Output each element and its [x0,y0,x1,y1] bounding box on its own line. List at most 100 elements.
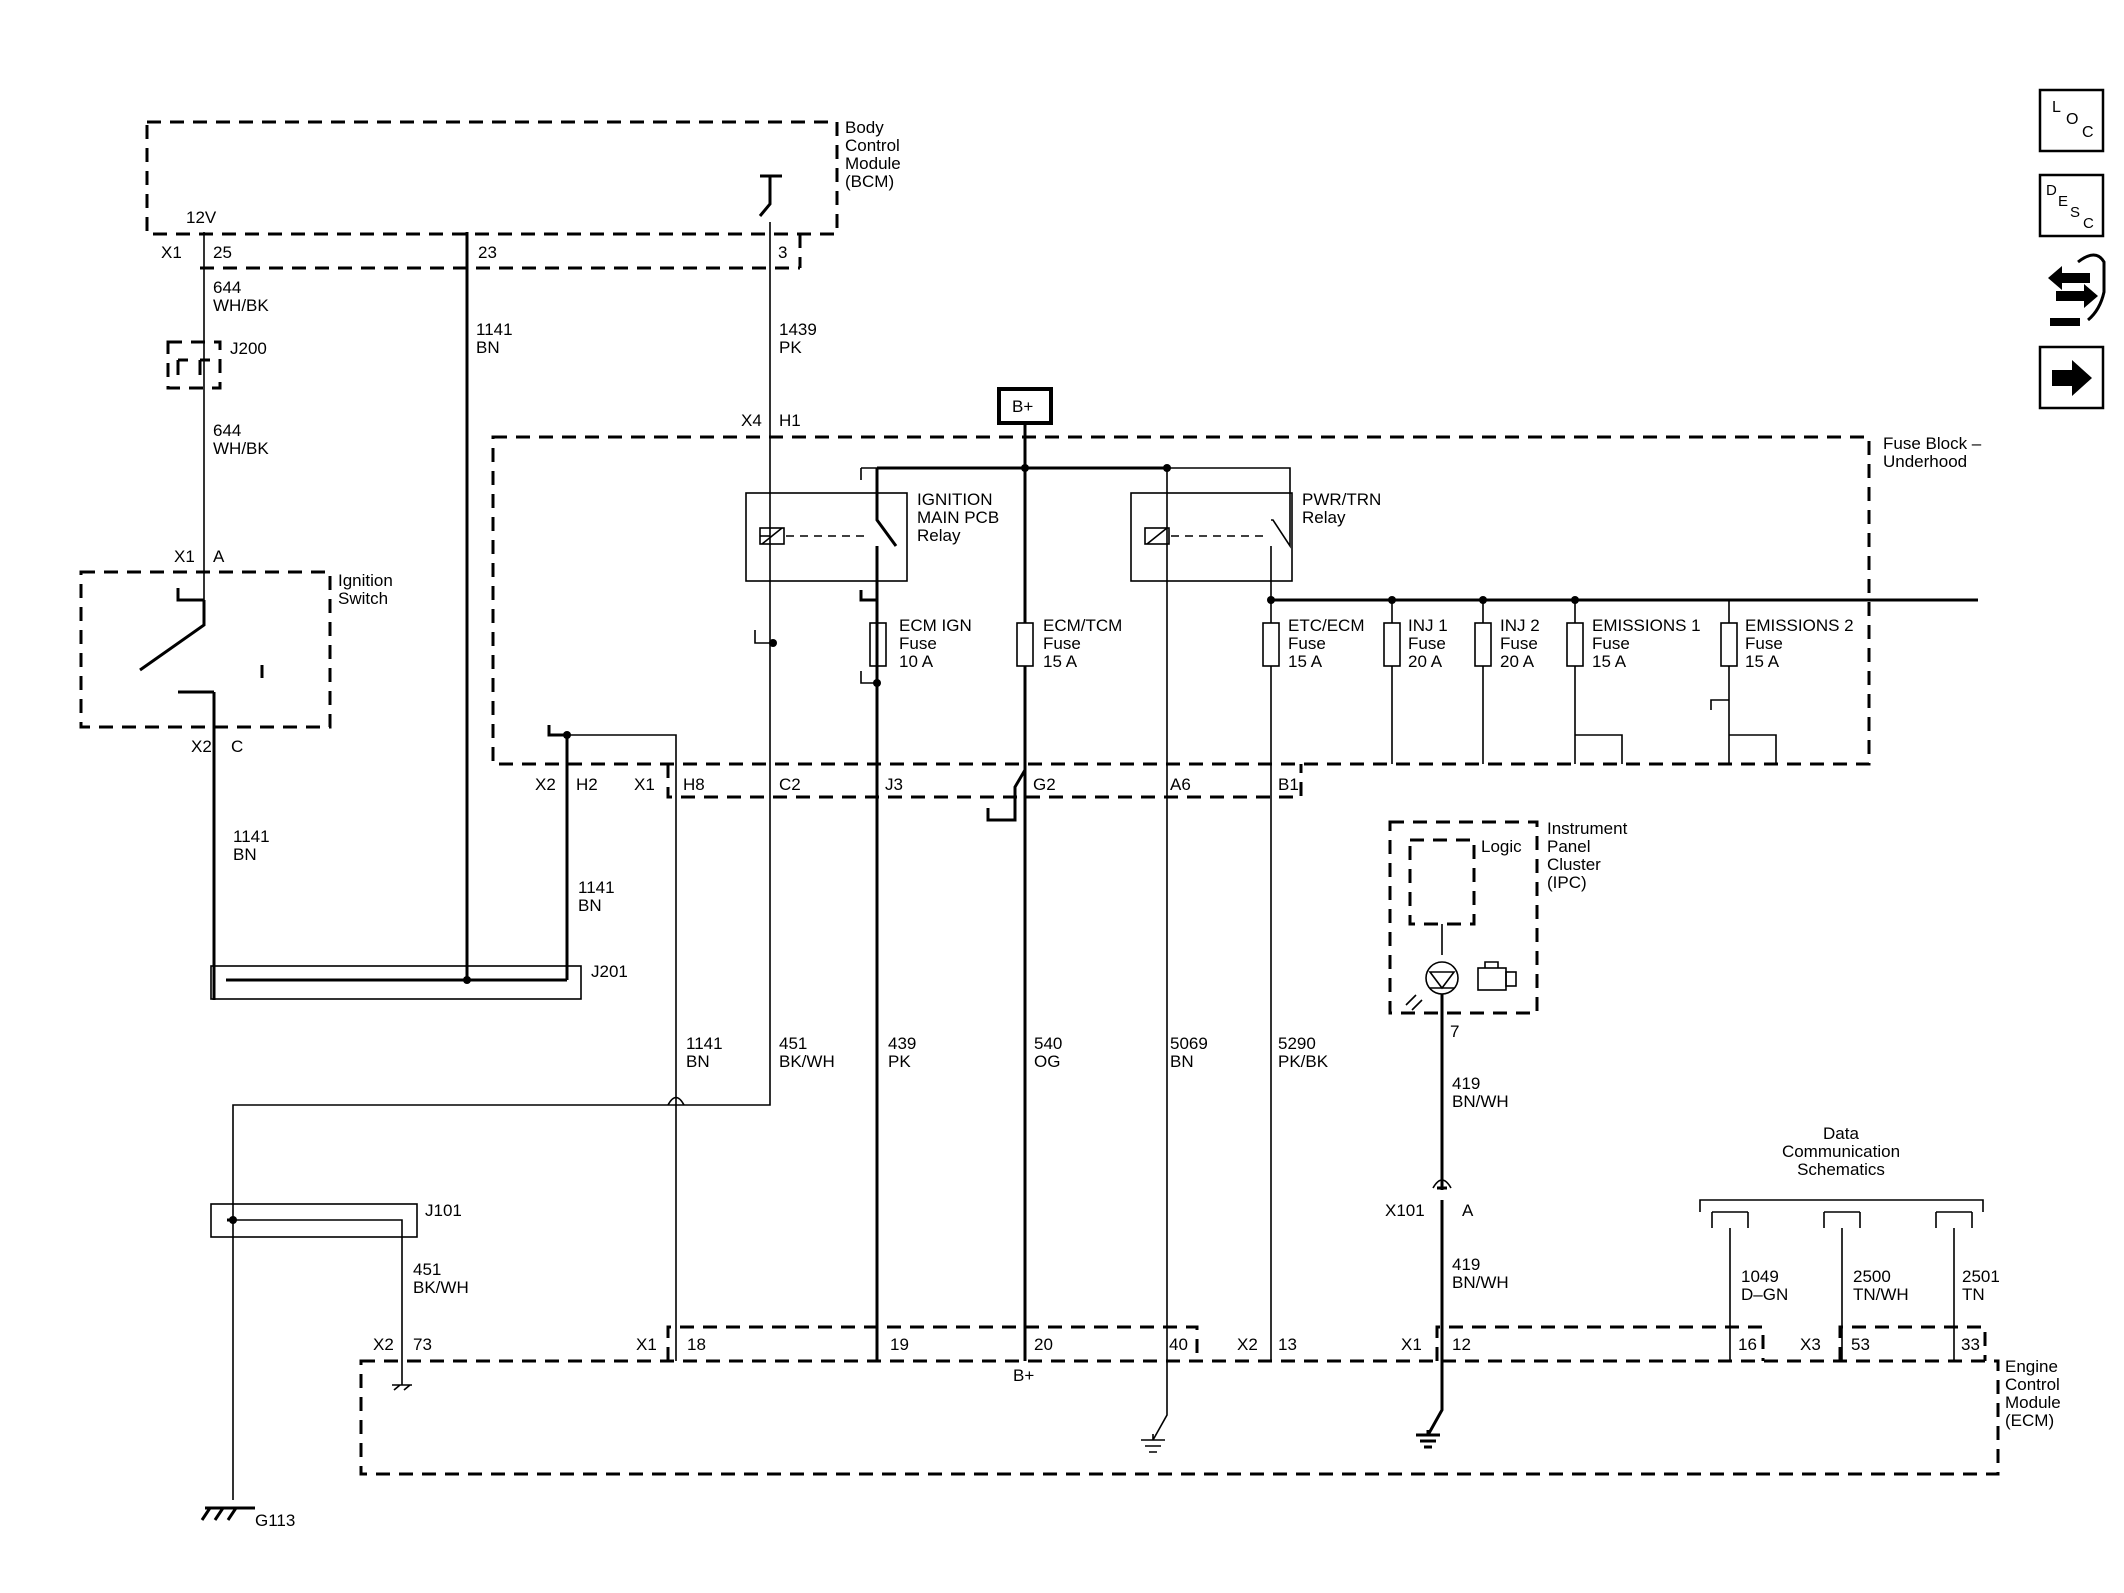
ground-g113-label: G113 [255,1511,295,1530]
svg-text:644: 644 [213,278,241,297]
ipc-box [1388,820,1539,1015]
svg-text:BN: BN [1170,1052,1194,1071]
svg-text:439: 439 [888,1034,916,1053]
fuse-emissions2 [1720,622,1738,667]
check-engine-icon [1477,961,1517,991]
bcm-pin-23: 23 [478,243,497,262]
conn-h2: H2 [576,775,598,794]
b-plus-label: B+ [1012,397,1033,416]
desc-icon[interactable]: D E S C [2038,173,2105,238]
conn-c: C [231,737,243,756]
svg-text:Engine: Engine [2005,1357,2058,1376]
svg-text:1141: 1141 [233,827,270,846]
svg-text:PWR/TRN: PWR/TRN [1302,490,1381,509]
svg-text:10 A: 10 A [899,652,934,671]
svg-text:D: D [2046,182,2057,199]
svg-text:1439: 1439 [779,320,817,339]
svg-text:20 A: 20 A [1408,652,1443,671]
j200-splice-box [166,340,222,390]
svg-text:WH/BK: WH/BK [213,296,269,315]
j201-splice [210,965,582,1000]
svg-text:644: 644 [213,421,241,440]
wire-451-ecm [227,1219,403,1361]
svg-text:Fuse: Fuse [899,634,937,653]
ipc-logic-box [1408,838,1476,926]
ecm-connector-x1 [666,1325,1199,1361]
fuse-ecm-ign [869,622,887,667]
fuse-etc-ecm [1262,622,1280,667]
svg-text:D–GN: D–GN [1741,1285,1788,1304]
svg-text:Module: Module [2005,1393,2061,1412]
svg-text:419: 419 [1452,1074,1480,1093]
wire-5069 [1141,468,1168,1453]
svg-text:540: 540 [1034,1034,1062,1053]
bcm-label: Body Control Module (BCM) [845,118,901,191]
ign-main-relay-label: IGNITION MAIN PCB Relay [917,490,999,545]
svg-text:BN: BN [233,845,257,864]
fuse-inj2 [1474,622,1492,667]
conn-x4: X4 [741,411,762,430]
svg-text:OG: OG [1034,1052,1060,1071]
j101-label: J101 [425,1201,462,1220]
svg-text:ETC/ECM: ETC/ECM [1288,616,1365,635]
svg-text:MAIN PCB: MAIN PCB [917,508,999,527]
svg-text:ECM/TCM: ECM/TCM [1043,616,1122,635]
ecm-connector-x3 [1838,1325,1987,1361]
connector-repair-icon[interactable] [2048,253,2106,326]
svg-text:BN/WH: BN/WH [1452,1273,1509,1292]
svg-text:(BCM): (BCM) [845,172,894,191]
svg-text:5290: 5290 [1278,1034,1316,1053]
svg-text:20 A: 20 A [1500,652,1535,671]
fuse-inj1 [1383,622,1401,667]
svg-text:Panel: Panel [1547,837,1590,856]
next-arrow-icon[interactable] [2038,345,2105,410]
svg-text:EMISSIONS 2: EMISSIONS 2 [1745,616,1854,635]
svg-text:Fuse: Fuse [1288,634,1326,653]
svg-text:Communication: Communication [1782,1142,1900,1161]
svg-text:2500: 2500 [1853,1267,1891,1286]
svg-text:Fuse Block –: Fuse Block – [1883,434,1982,453]
wire-2501 [1935,1211,1973,1361]
svg-text:5069: 5069 [1170,1034,1208,1053]
conn-j3: J3 [885,775,903,794]
conn-x101: X101 [1385,1201,1425,1220]
ecm-x3: X3 [1800,1335,1821,1354]
conn-h8: H8 [683,775,705,794]
svg-text:TN/WH: TN/WH [1853,1285,1909,1304]
svg-text:Relay: Relay [1302,508,1346,527]
ign-main-relay [745,492,908,582]
wire-1141-h8 [567,734,677,1361]
svg-text:(IPC): (IPC) [1547,873,1587,892]
ecm-pin-40: 40 [1169,1335,1188,1354]
b-plus-box [997,387,1053,425]
wire-439 [859,581,879,1361]
ecm-pin-19: 19 [890,1335,909,1354]
ipc-label: Instrument Panel Cluster (IPC) [1547,819,1628,892]
conn-b1: B1 [1278,775,1299,794]
svg-text:Data: Data [1823,1124,1859,1143]
ecm-label: Engine Control Module (ECM) [2005,1357,2061,1430]
loc-icon[interactable]: L O C [2038,88,2105,153]
svg-text:TN: TN [1962,1285,1985,1304]
ecm-pin-13: 13 [1278,1335,1297,1354]
ground-g113-symbol [200,1506,255,1521]
svg-text:Underhood: Underhood [1883,452,1967,471]
svg-text:S: S [2070,204,2080,221]
ecm-x2: X2 [373,1335,394,1354]
conn-x1: X1 [174,547,195,566]
ignition-switch-label: Ignition Switch [338,571,393,608]
fuse-ecm-tcm [1016,622,1034,667]
svg-text:1141: 1141 [686,1034,723,1053]
svg-text:15 A: 15 A [1288,652,1323,671]
ecm-pin-18: 18 [687,1335,706,1354]
bcm-12v-label: 12V [186,208,217,227]
ignition-switch-box [79,570,332,729]
ecm-box [359,1359,2000,1476]
bcm-connector-x1: X1 [161,243,182,262]
svg-text:IGNITION: IGNITION [917,490,993,509]
ecm-connector-x1b [1435,1325,1765,1361]
